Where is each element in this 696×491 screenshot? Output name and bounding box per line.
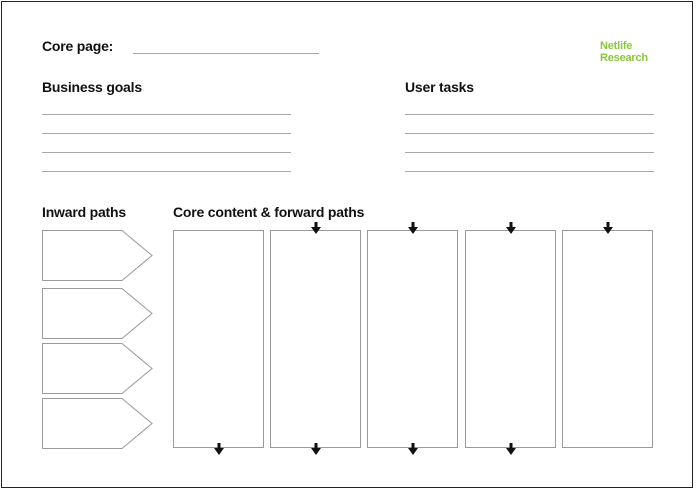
user-tasks-heading: User tasks — [405, 79, 474, 95]
user-tasks-line-3[interactable] — [405, 152, 654, 153]
core-content-heading: Core content & forward paths — [173, 204, 365, 220]
arrow-down-icon — [506, 443, 516, 455]
arrow-down-icon — [408, 443, 418, 455]
core-content-column-2[interactable] — [270, 230, 361, 448]
logo-line-2: Research — [600, 52, 648, 64]
arrow-down-icon — [603, 222, 613, 234]
core-content-column-4[interactable] — [465, 230, 556, 448]
arrow-down-icon — [408, 222, 418, 234]
business-goals-line-3[interactable] — [42, 152, 291, 153]
arrow-down-icon — [311, 443, 321, 455]
business-goals-line-1[interactable] — [42, 114, 291, 115]
core-page-input-line[interactable] — [133, 53, 319, 54]
logo-line-1: Netlife — [600, 40, 633, 52]
core-page-label: Core page: — [42, 38, 114, 54]
user-tasks-line-1[interactable] — [405, 114, 654, 115]
inward-paths-heading: Inward paths — [42, 204, 126, 220]
arrow-down-icon — [214, 443, 224, 455]
core-content-column-3[interactable] — [367, 230, 458, 448]
user-tasks-line-4[interactable] — [405, 171, 654, 172]
arrow-down-icon — [506, 222, 516, 234]
business-goals-line-2[interactable] — [42, 133, 291, 134]
inward-path-tag-4[interactable] — [42, 398, 153, 449]
inward-path-tag-2[interactable] — [42, 288, 153, 339]
core-content-column-5[interactable] — [562, 230, 653, 448]
business-goals-line-4[interactable] — [42, 171, 291, 172]
user-tasks-line-2[interactable] — [405, 133, 654, 134]
netlife-research-logo: Netlife Research — [600, 40, 648, 64]
core-content-column-1[interactable] — [173, 230, 264, 448]
inward-path-tag-3[interactable] — [42, 343, 153, 394]
arrow-down-icon — [311, 222, 321, 234]
inward-path-tag-1[interactable] — [42, 230, 153, 281]
business-goals-heading: Business goals — [42, 79, 142, 95]
